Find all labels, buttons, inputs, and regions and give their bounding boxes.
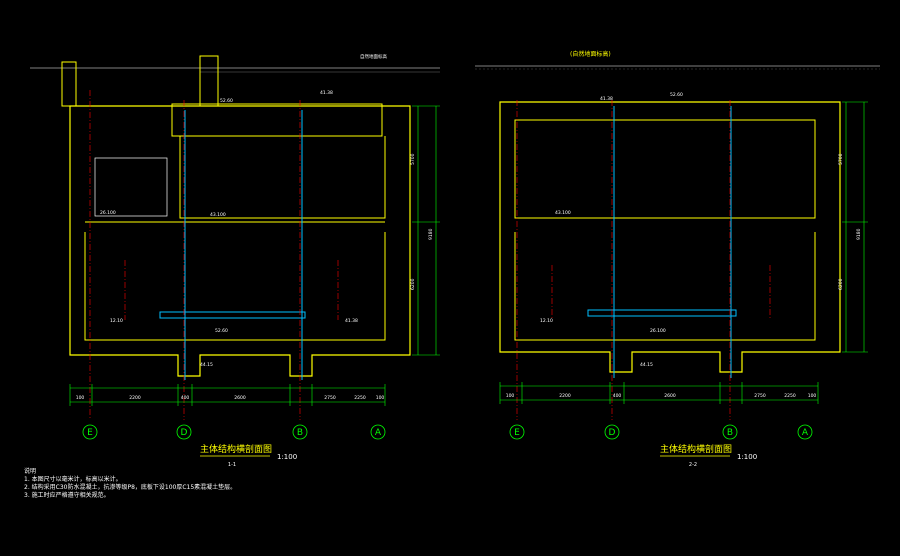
right-label-6: 44.15 [640, 362, 653, 368]
right-axis-circles [509, 424, 813, 440]
left-rdim-2: 9180 [428, 228, 434, 240]
left-axis-b: B [297, 428, 303, 438]
left-dim-3: 2600 [234, 395, 246, 401]
right-lower-chamber [514, 232, 816, 341]
left-label-8: 44.15 [200, 362, 213, 368]
right-title: 主体结构横剖面图 [660, 443, 732, 455]
left-axis-a: A [375, 428, 382, 438]
left-ground-label: 自然地面标高 [360, 53, 387, 60]
left-scale: 1:100 [277, 453, 297, 461]
left-equipment-box [94, 157, 168, 217]
left-label-7: 12.10 [110, 318, 123, 324]
left-label-6: 41.38 [345, 318, 358, 324]
left-title: 主体结构横剖面图 [200, 443, 272, 455]
left-section-no: 1-1 [228, 462, 236, 468]
left-dim-4: 400 [181, 395, 190, 401]
left-label-5: 52.60 [215, 328, 228, 334]
left-dim-1: 100 [76, 395, 85, 401]
left-rdim-1: 5700 [410, 153, 416, 165]
right-section: E D B A 100 2200 2600 400 2750 2250 100 … [475, 50, 880, 468]
left-dim-6: 2250 [354, 395, 366, 401]
right-axis-b: B [727, 428, 733, 438]
left-rdim-3: 6200 [410, 278, 416, 290]
note-line-1: 1. 本图尺寸以毫米计，标高以米计。 [24, 476, 122, 483]
left-centerlines [89, 90, 339, 420]
left-axis-circles [82, 424, 386, 440]
right-axis-a: A [802, 428, 809, 438]
left-label-2: 41.38 [320, 90, 333, 96]
left-vent-shaft [61, 61, 77, 107]
note-line-3: 3. 施工时应严格遵守相关规范。 [24, 492, 110, 499]
left-bottom-dims [69, 384, 386, 406]
left-label-3: 43.100 [210, 212, 226, 218]
right-platform [587, 309, 737, 317]
right-label-3: 43.100 [555, 210, 571, 216]
right-dim-6: 2250 [784, 393, 796, 399]
left-label-1: 52.60 [220, 98, 233, 104]
right-outer-wall [499, 101, 841, 373]
left-top-slab [171, 103, 383, 137]
right-label-2: 41.38 [600, 96, 613, 102]
right-dim-1: 100 [506, 393, 515, 399]
right-scale: 1:100 [737, 453, 757, 461]
left-outer-wall [69, 105, 411, 377]
right-ground-label: (自然地面标高) [570, 50, 611, 58]
right-label-1: 52.60 [670, 92, 683, 98]
left-dim-7: 100 [376, 395, 385, 401]
right-bottom-dims [499, 382, 819, 404]
right-label-4: 26.100 [650, 328, 666, 334]
left-right-dims [412, 105, 440, 356]
left-dim-2: 2200 [129, 395, 141, 401]
right-dim-4: 400 [613, 393, 622, 399]
note-line-2: 2. 结构采用C30防水混凝土，抗渗等级P8，底板下设100厚C15素混凝土垫层… [24, 484, 237, 491]
left-lower-chamber [84, 232, 386, 341]
left-label-4: 26.100 [100, 210, 116, 216]
left-top-shaft [199, 55, 219, 107]
right-centerlines [516, 100, 771, 420]
right-axis-e: E [514, 428, 520, 438]
right-rdim-2: 9180 [856, 228, 862, 240]
left-upper-chamber [179, 136, 386, 219]
right-section-no: 2-2 [689, 462, 697, 468]
left-axis-d: D [181, 428, 188, 438]
right-dim-7: 100 [808, 393, 817, 399]
left-platform [159, 311, 306, 319]
right-rdim-3: 6200 [838, 278, 844, 290]
left-axis-e: E [87, 428, 93, 438]
left-dim-5: 2750 [324, 395, 336, 401]
right-axis-d: D [609, 428, 616, 438]
right-rdim-1: 5700 [838, 153, 844, 165]
left-section: E D B A 100 2200 2600 400 2750 2250 100 … [30, 53, 440, 468]
notes-heading: 说明 [24, 468, 37, 475]
right-right-dims [842, 101, 868, 353]
right-label-5: 12.10 [540, 318, 553, 324]
right-upper-chamber [514, 119, 816, 219]
right-dim-5: 2750 [754, 393, 766, 399]
notes-block: 说明 1. 本图尺寸以毫米计，标高以米计。 2. 结构采用C30防水混凝土，抗渗… [24, 468, 304, 500]
right-dim-2: 2200 [559, 393, 571, 399]
right-dim-3: 2600 [664, 393, 676, 399]
